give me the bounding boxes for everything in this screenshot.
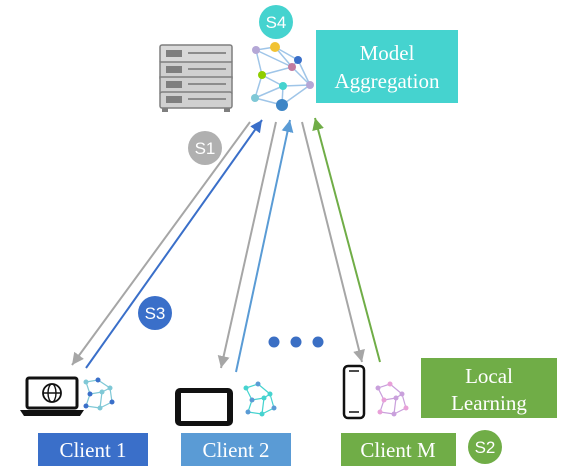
step-s1-badge: S1 (188, 131, 222, 165)
step-s4-badge: S4 (259, 5, 293, 39)
laptop-globe-icon (20, 376, 84, 416)
svg-text:Client 1: Client 1 (59, 438, 126, 462)
smartphone-icon (342, 364, 366, 420)
svg-text:S4: S4 (266, 13, 287, 32)
svg-text:Aggregation: Aggregation (335, 69, 440, 93)
arrow-server-to-clientm (301, 121, 365, 363)
svg-text:S1: S1 (195, 139, 216, 158)
step-s2-badge: S2 (468, 430, 502, 464)
arrow-server-to-client2 (217, 121, 277, 369)
arrow-clientm-to-server (312, 117, 381, 363)
svg-text:Client 2: Client 2 (202, 438, 269, 462)
svg-text:Learning: Learning (451, 391, 527, 415)
clientm-label: Client M (341, 433, 456, 466)
tablet-icon (175, 388, 233, 426)
arrows (71, 117, 381, 373)
svg-text:Client M: Client M (360, 438, 436, 462)
model-aggregation-box: Model Aggregation (316, 30, 458, 103)
arrow-client1-to-server (85, 119, 263, 369)
clientm-network-icon (375, 381, 409, 417)
client1-network-icon (83, 377, 115, 411)
server-rack-icon (159, 44, 233, 112)
svg-text:Model: Model (360, 41, 415, 65)
svg-text:Local: Local (465, 364, 513, 388)
svg-text:S2: S2 (475, 438, 496, 457)
neural-network-icon (251, 42, 314, 111)
arrow-client2-to-server (235, 119, 294, 373)
step-s3-badge: S3 (138, 296, 172, 330)
arrow-server-to-client1 (71, 121, 251, 366)
local-learning-box: Local Learning (421, 358, 557, 418)
client2-network-icon (243, 381, 277, 417)
svg-text:S3: S3 (145, 304, 166, 323)
client2-label: Client 2 (181, 433, 291, 466)
ellipsis-dots (268, 336, 324, 348)
client1-label: Client 1 (38, 433, 148, 466)
